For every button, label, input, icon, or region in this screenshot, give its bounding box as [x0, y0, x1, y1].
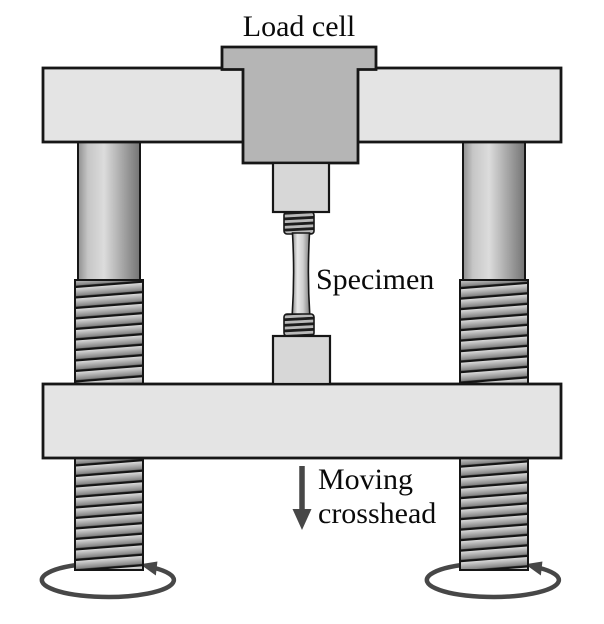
moving-crosshead-beam — [41, 382, 563, 460]
left-column-shaft — [77, 139, 141, 283]
moving-crosshead-label-line1: Moving — [318, 463, 413, 496]
left-screw-upper-threads — [74, 279, 144, 387]
left-screw-lower-threads — [74, 454, 144, 571]
specimen-gauge-section — [291, 232, 311, 316]
rotation-arrow-right-icon — [424, 561, 562, 600]
specimen-lower-threads — [283, 313, 315, 337]
lower-grip-block — [271, 334, 332, 386]
right-column-shaft — [462, 139, 526, 283]
upper-grip-block — [271, 161, 331, 214]
right-screw-upper-threads — [459, 279, 529, 387]
down-arrow-head — [292, 509, 312, 530]
rotation-arrow-left-icon — [39, 561, 177, 600]
specimen-upper-threads — [283, 211, 315, 235]
down-arrow-icon — [292, 466, 312, 530]
moving-crosshead-label-line2: crosshead — [318, 497, 436, 530]
right-screw-lower-threads — [459, 454, 529, 571]
load-cell-label: Load cell — [243, 10, 355, 43]
specimen-label: Specimen — [316, 263, 434, 296]
load-cell-block — [220, 45, 378, 165]
